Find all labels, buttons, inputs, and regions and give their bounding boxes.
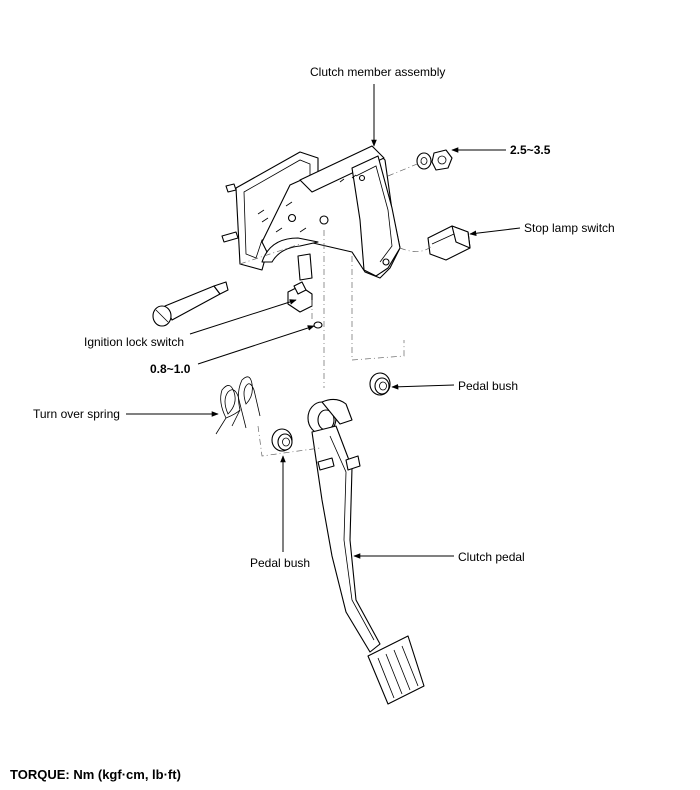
turn-over-spring-drawing (215, 376, 261, 435)
label-clutch-pedal: Clutch pedal (458, 550, 525, 564)
label-ignition-lock-switch: Ignition lock switch (84, 335, 184, 349)
pedal-bush-right-drawing (369, 372, 391, 396)
clutch-pedal-drawing (307, 398, 425, 705)
label-torque-mid: 0.8~1.0 (150, 362, 191, 376)
stop-lamp-switch-drawing (427, 225, 471, 261)
label-turn-over-spring: Turn over spring (33, 407, 120, 421)
label-pedal-bush-left: Pedal bush (250, 556, 310, 570)
label-torque-top: 2.5~3.5 (510, 143, 551, 157)
pivot-bolt-drawing (152, 281, 229, 327)
pedal-bush-left-drawing (271, 428, 293, 452)
torque-note: TORQUE: Nm (kgf·cm, lb·ft) (10, 767, 181, 782)
label-clutch-member-assembly: Clutch member assembly (310, 65, 445, 79)
nut-washer-drawing (416, 149, 453, 171)
clutch-member-assembly-drawing (221, 145, 401, 281)
label-stop-lamp-switch: Stop lamp switch (524, 221, 615, 235)
ignition-lock-switch-drawing (287, 281, 323, 329)
label-pedal-bush-right: Pedal bush (458, 379, 518, 393)
assembly-guide-lines (239, 161, 433, 457)
leader-lines (126, 84, 521, 559)
